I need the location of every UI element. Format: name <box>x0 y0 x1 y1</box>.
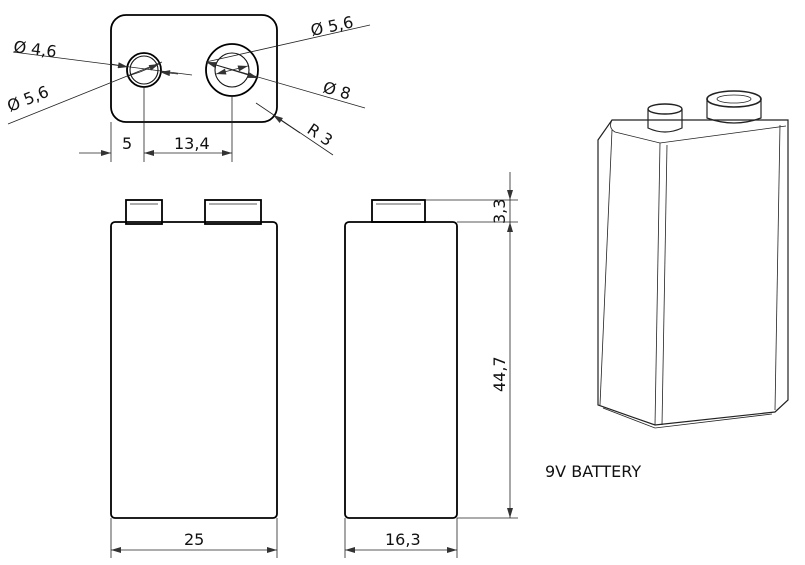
dim-terminal-spacing: 13,4 <box>174 134 210 153</box>
side-view: 3,3 44,7 16,3 <box>344 172 518 558</box>
terminal-side <box>371 199 426 223</box>
top-view: Ø 4,6 Ø 5,6 Ø 5,6 Ø 8 R 3 5 13,4 <box>4 12 371 162</box>
dim-terminal-height: 3,3 <box>490 199 509 224</box>
dim-depth: 16,3 <box>385 530 421 549</box>
large-terminal-iso <box>706 90 762 124</box>
drawing-title: 9V BATTERY <box>545 462 641 481</box>
dim-edge-to-terminal: 5 <box>122 134 132 153</box>
large-terminal-front <box>204 199 262 225</box>
small-terminal-iso <box>647 103 683 133</box>
dim-small-inner-diameter: Ø 4,6 <box>13 37 58 61</box>
dim-large-inner-diameter: Ø 5,6 <box>309 12 355 40</box>
top-outline <box>110 14 278 123</box>
isometric-view: 9V BATTERY <box>545 90 789 481</box>
front-view: 25 <box>110 199 278 558</box>
dim-width: 25 <box>184 530 204 549</box>
dim-corner-radius: R 3 <box>304 120 337 151</box>
body-side <box>344 221 458 519</box>
dim-large-outer-diameter: Ø 8 <box>321 78 353 104</box>
small-terminal-front <box>125 199 163 225</box>
dim-body-height: 44,7 <box>490 356 509 392</box>
dim-small-outer-diameter: Ø 5,6 <box>4 82 51 116</box>
body-front <box>110 221 278 519</box>
